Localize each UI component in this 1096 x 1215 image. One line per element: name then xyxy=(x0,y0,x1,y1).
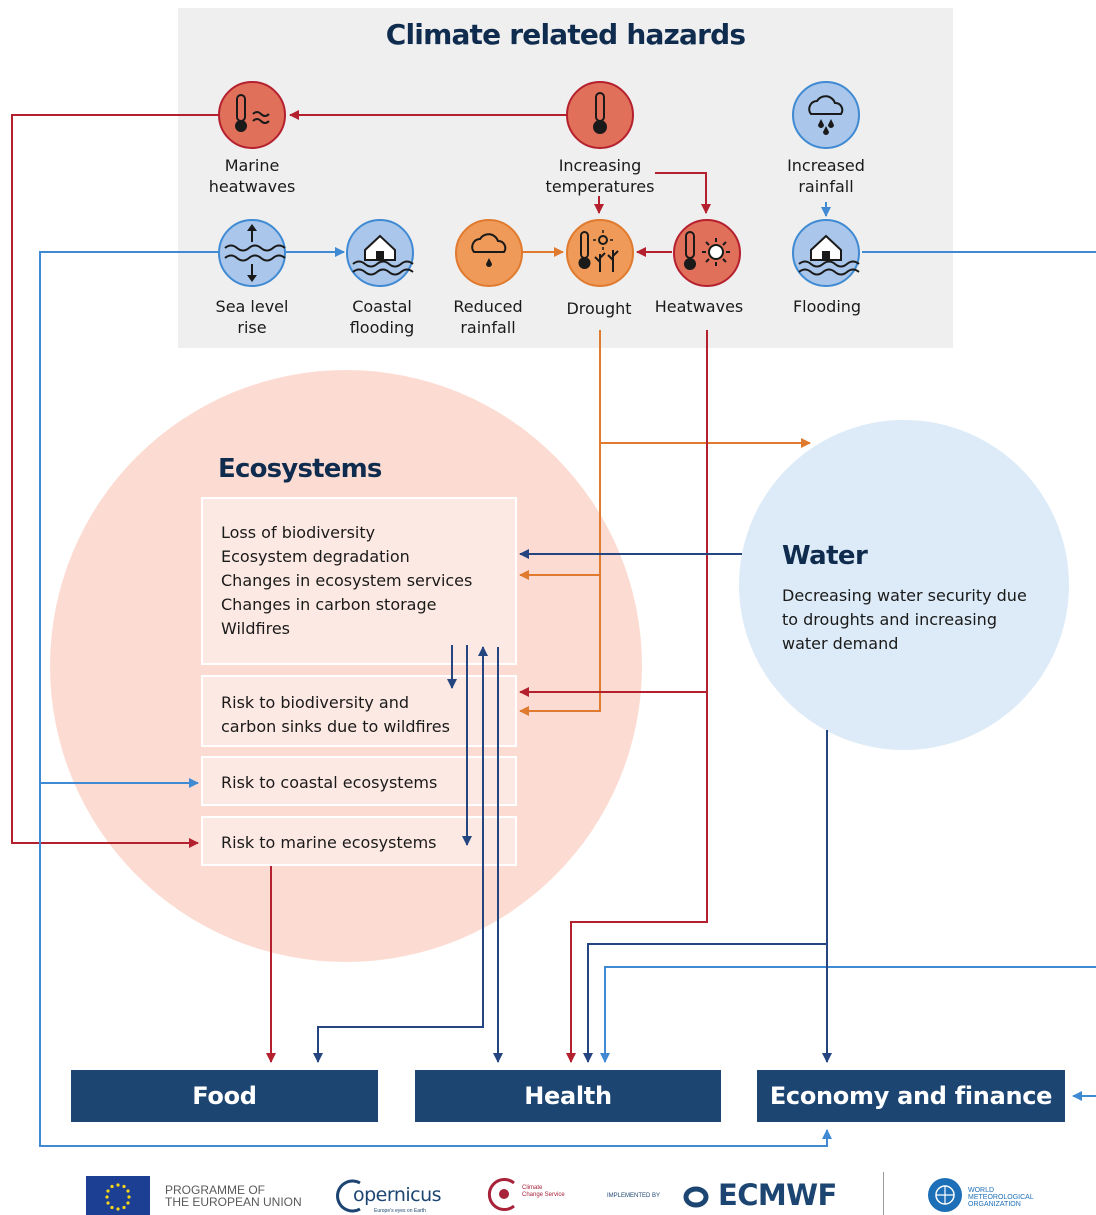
risk-wildfires-line: Risk to biodiversity and xyxy=(221,693,409,712)
implemented-by-text: IMPLEMENTED BY xyxy=(607,1193,661,1199)
flooding-house-icon xyxy=(792,219,860,287)
label-heatwaves: Heatwaves xyxy=(654,297,744,316)
c3s-text-line: Climate xyxy=(522,1185,543,1191)
arrow-sea-to-coastal-risk xyxy=(39,251,218,788)
water-description: Decreasing water security due to drought… xyxy=(782,584,1027,656)
risk-coastal-box: Risk to coastal ecosystems xyxy=(201,756,517,806)
arrow-marine-to-risk xyxy=(11,114,218,848)
coastal-flood-house-icon xyxy=(346,219,414,287)
ecosystems-title: Ecosystems xyxy=(218,454,382,484)
copernicus-c-icon xyxy=(336,1179,361,1213)
thermometer-icon xyxy=(566,81,634,149)
eu-programme-line: THE EUROPEAN UNION xyxy=(165,1195,302,1209)
eu-programme-line: PROGRAMME OF xyxy=(165,1183,266,1197)
copernicus-wordmark: opernicus xyxy=(353,1184,442,1206)
copernicus-tagline: Europe's eyes on Earth xyxy=(374,1208,426,1214)
wmo-text: WORLD METEOROLOGICAL ORGANIZATION xyxy=(968,1187,1034,1208)
reduced-rainfall-icon xyxy=(455,219,523,287)
drought-icon xyxy=(566,219,634,287)
label-flooding: Flooding xyxy=(792,297,862,316)
copernicus-logo: opernicus Europe's eyes on Earth xyxy=(334,1175,454,1215)
heatwave-icon xyxy=(673,219,741,287)
c3s-circle-icon xyxy=(487,1178,515,1211)
impact-item: Changes in carbon storage xyxy=(221,595,437,614)
c3s-text: Climate Change Service xyxy=(522,1185,565,1199)
ecmwf-wordmark: ECMWF xyxy=(718,1178,837,1212)
arrow-drought-down xyxy=(519,330,601,716)
sector-health: Health xyxy=(415,1070,721,1122)
hazards-title: Climate related hazards xyxy=(385,18,746,51)
wmo-text-line: WORLD xyxy=(968,1187,995,1194)
impact-item: Loss of biodiversity xyxy=(221,523,376,542)
label-sea-level-rise: Sea level rise xyxy=(215,297,289,337)
impact-item: Wildfires xyxy=(221,619,290,638)
thermometer-wave-icon xyxy=(218,81,286,149)
water-description-line: water demand xyxy=(782,634,899,653)
arrow-heatwaves-down xyxy=(566,330,708,1063)
wmo-text-line: ORGANIZATION xyxy=(968,1201,1021,1208)
sea-level-icon xyxy=(218,219,286,287)
wmo-text-line: METEOROLOGICAL xyxy=(968,1194,1034,1201)
wmo-emblem-icon xyxy=(928,1178,962,1212)
arrow-sea-to-economy xyxy=(39,783,832,1147)
water-description-line: Decreasing water security due xyxy=(782,586,1027,605)
eu-stars-icon xyxy=(105,1183,131,1211)
c3s-logo: Climate Change Service xyxy=(482,1174,582,1215)
label-drought: Drought xyxy=(566,299,632,318)
arrow-temp-to-heatwaves xyxy=(655,172,711,214)
label-reduced-rainfall: Reduced rainfall xyxy=(453,297,523,337)
eu-programme-text: PROGRAMME OF THE EUROPEAN UNION xyxy=(165,1184,302,1208)
sector-food: Food xyxy=(71,1070,378,1122)
arrow-water-to-health xyxy=(583,943,827,1063)
label-coastal-flooding: Coastal flooding xyxy=(349,297,415,337)
eu-flag-logo xyxy=(86,1176,150,1215)
label-marine-heatwaves: Marine heatwaves xyxy=(208,156,296,196)
risk-wildfires-line: carbon sinks due to wildfires xyxy=(221,717,450,736)
impact-item: Changes in ecosystem services xyxy=(221,571,473,590)
sector-economy: Economy and finance xyxy=(757,1070,1065,1122)
risk-wildfires-box: Risk to biodiversity and carbon sinks du… xyxy=(201,675,517,747)
arrow-ecosystems-to-food xyxy=(313,830,484,1063)
rain-cloud-icon xyxy=(792,81,860,149)
risk-marine-label: Risk to marine ecosystems xyxy=(221,833,437,852)
c3s-text-line: Change Service xyxy=(522,1192,565,1198)
risk-coastal-label: Risk to coastal ecosystems xyxy=(221,773,438,792)
hazard-panel xyxy=(178,8,953,348)
ecosystem-impacts-box: Loss of biodiversity Ecosystem degradati… xyxy=(201,497,517,665)
water-description-line: to droughts and increasing xyxy=(782,610,997,629)
water-circle xyxy=(739,420,1069,750)
footer-divider xyxy=(883,1172,884,1215)
impact-item: Ecosystem degradation xyxy=(221,547,410,566)
ecmwf-swirl-icon xyxy=(683,1186,709,1208)
label-increased-rainfall: Increased rainfall xyxy=(787,156,865,196)
label-increasing-temperatures: Increasing temperatures xyxy=(545,156,655,196)
arrow-flooding-to-health xyxy=(600,966,1096,1063)
water-title: Water xyxy=(782,541,868,571)
